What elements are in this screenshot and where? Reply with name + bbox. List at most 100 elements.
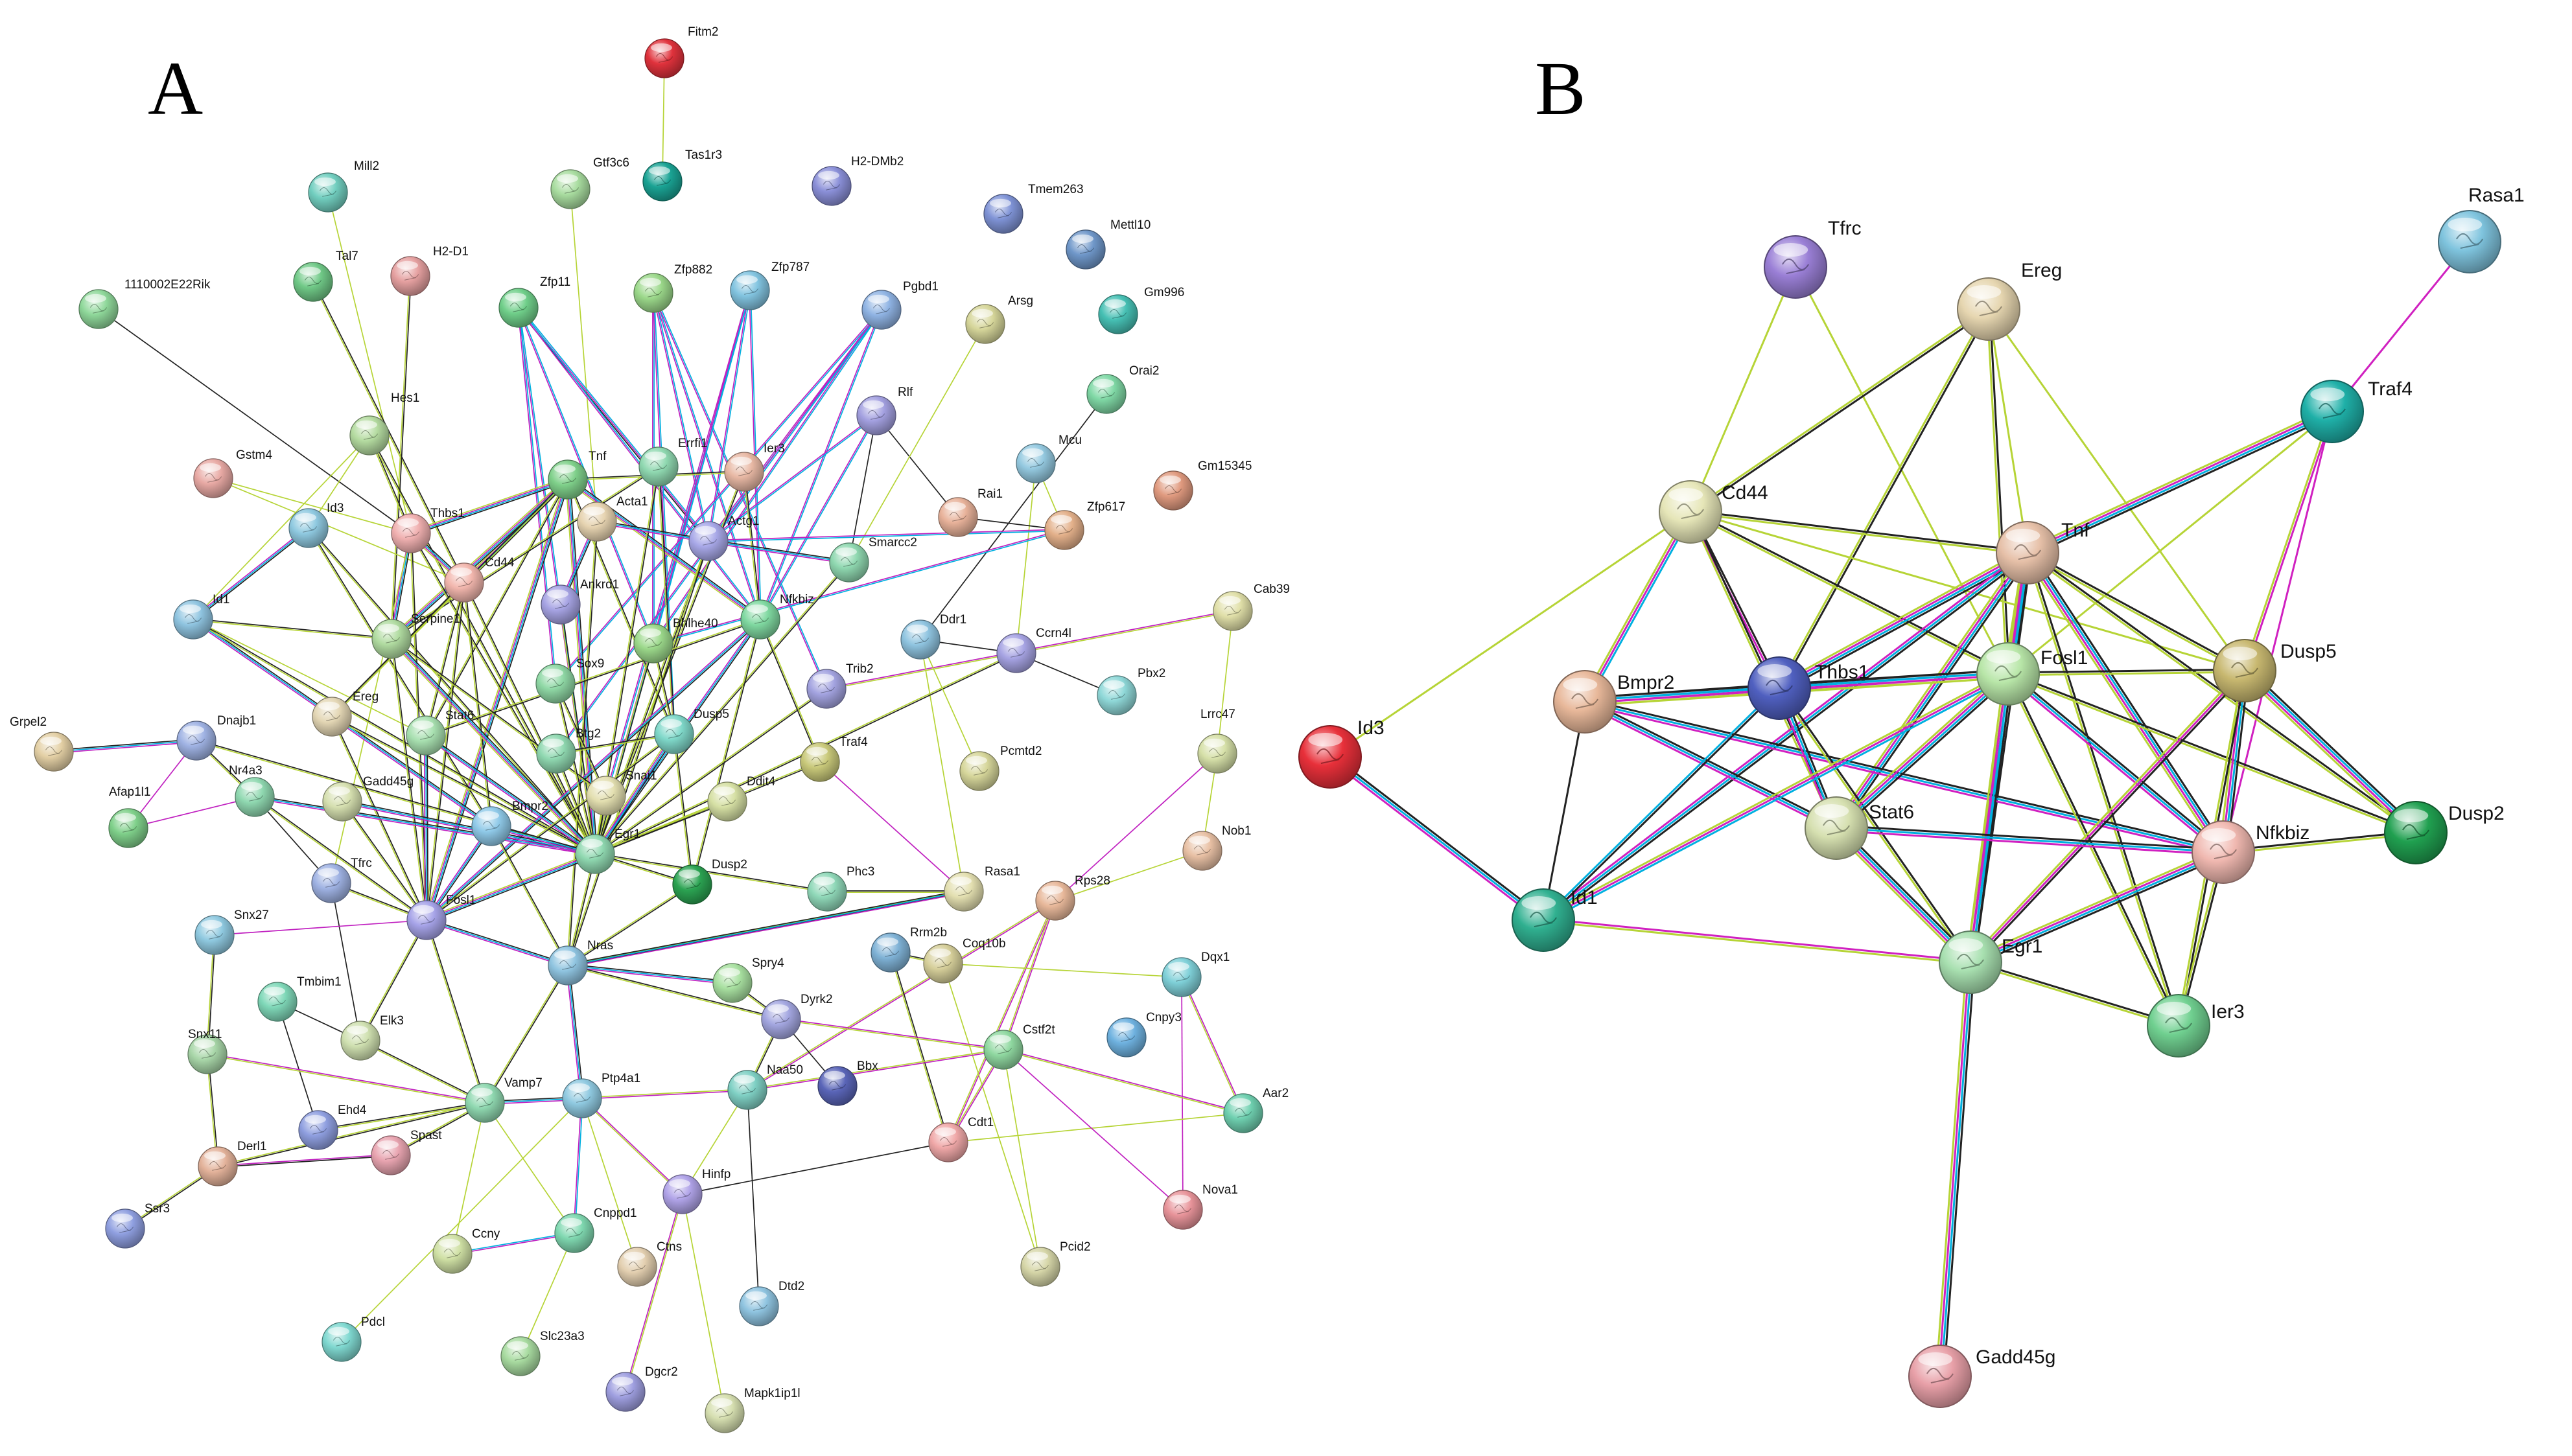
a-node-nova1[interactable]: Nova1: [1163, 1183, 1238, 1230]
a-node-nr4a3[interactable]: Nr4a3: [229, 764, 275, 817]
a-node-ereg[interactable]: Ereg: [312, 690, 379, 737]
a-node-bmpr2[interactable]: Bmpr2: [471, 800, 548, 846]
b-node-bmpr2[interactable]: Bmpr2: [1553, 670, 1674, 734]
a-node-rai1[interactable]: Rai1: [938, 487, 1003, 537]
a-node-pcid2[interactable]: Pcid2: [1020, 1240, 1091, 1287]
a-node-afap1l1[interactable]: Afap1l1: [108, 785, 150, 848]
a-node-ehd4[interactable]: Ehd4: [298, 1104, 367, 1150]
b-node-egr1[interactable]: Egr1: [1939, 930, 2042, 994]
a-node-tal7[interactable]: Tal7: [293, 249, 358, 302]
a-node-dtd2[interactable]: Dtd2: [739, 1280, 804, 1326]
b-node-thbs1[interactable]: Thbs1: [1748, 656, 1869, 720]
a-node-fitm2[interactable]: Fitm2: [644, 25, 719, 78]
b-node-id1[interactable]: Id1: [1512, 887, 1598, 952]
a-node-errfi1[interactable]: Errfi1: [638, 437, 707, 487]
a-node-bbx[interactable]: Bbx: [817, 1059, 878, 1106]
a-node-smarcc2[interactable]: Smarcc2: [829, 536, 917, 583]
a-node-hinfp[interactable]: Hinfp: [662, 1168, 731, 1214]
a-node-hes1[interactable]: Hes1: [349, 391, 419, 456]
a-node-h2-dmb2[interactable]: H2-DMb2: [812, 155, 904, 206]
a-node-lrrc47[interactable]: Lrrc47: [1197, 708, 1237, 774]
a-node-thbs1[interactable]: Thbs1: [391, 507, 465, 553]
b-node-dusp5[interactable]: Dusp5: [2213, 639, 2337, 702]
a-node-btg2[interactable]: Btg2: [536, 727, 601, 774]
a-node-tas1r3[interactable]: Tas1r3: [642, 148, 722, 202]
b-node-cd44[interactable]: Cd44: [1659, 480, 1768, 544]
a-node-nras[interactable]: Nras: [548, 939, 613, 986]
a-node-cdt1[interactable]: Cdt1: [928, 1116, 994, 1162]
a-node-mapk1ip1l[interactable]: Mapk1ip1l: [705, 1387, 801, 1433]
a-node-gstm4[interactable]: Gstm4: [193, 448, 272, 498]
a-node-rasa1[interactable]: Rasa1: [944, 865, 1020, 912]
a-node-id3[interactable]: Id3: [288, 502, 344, 548]
b-node-gadd45g[interactable]: Gadd45g: [1908, 1345, 2055, 1408]
b-node-tnf[interactable]: Tnf: [1996, 520, 2090, 584]
a-node-pcmtd2[interactable]: Pcmtd2: [959, 745, 1042, 791]
a-node-mcu[interactable]: Mcu: [1016, 433, 1082, 483]
b-node-tfrc[interactable]: Tfrc: [1764, 218, 1862, 299]
a-node-ddr1[interactable]: Ddr1: [900, 613, 966, 660]
a-node-snx27[interactable]: Snx27: [194, 908, 269, 955]
a-node-dnajb1[interactable]: Dnajb1: [176, 714, 256, 761]
b-node-dusp2[interactable]: Dusp2: [2384, 801, 2505, 864]
a-node-ier3[interactable]: Ier3: [724, 442, 785, 492]
a-node-tfrc[interactable]: Tfrc: [311, 857, 372, 903]
a-node-id1[interactable]: Id1: [173, 593, 229, 640]
a-node-ssr3[interactable]: Ssr3: [105, 1202, 170, 1249]
a-node-cab39[interactable]: Cab39: [1213, 583, 1290, 631]
a-node-slc23a3[interactable]: Slc23a3: [500, 1330, 585, 1376]
a-node-ccny[interactable]: Ccny: [432, 1227, 500, 1274]
a-node-trib2[interactable]: Trib2: [806, 662, 874, 709]
a-node-ankrd1[interactable]: Ankrd1: [541, 578, 619, 625]
a-node-gtf3c6[interactable]: Gtf3c6: [550, 156, 629, 209]
a-node-nob1[interactable]: Nob1: [1182, 824, 1251, 871]
a-node-dyrk2[interactable]: Dyrk2: [761, 993, 833, 1039]
a-node-1110002e22rik[interactable]: 1110002E22Rik: [78, 278, 211, 329]
a-node-traf4[interactable]: Traf4: [800, 735, 868, 782]
a-node-vamp7[interactable]: Vamp7: [465, 1076, 543, 1123]
b-node-rasa1[interactable]: Rasa1: [2438, 185, 2525, 273]
a-node-rlf[interactable]: Rlf: [856, 386, 913, 435]
a-node-dusp5[interactable]: Dusp5: [654, 708, 729, 754]
a-node-orai2[interactable]: Orai2: [1086, 364, 1159, 414]
a-node-bhlhe40[interactable]: Bhlhe40: [633, 617, 718, 664]
a-node-pbx2[interactable]: Pbx2: [1097, 667, 1165, 715]
a-node-arsg[interactable]: Arsg: [965, 294, 1033, 344]
a-node-phc3[interactable]: Phc3: [807, 865, 874, 912]
a-node-coq10b[interactable]: Coq10b: [923, 937, 1006, 984]
a-node-dusp2[interactable]: Dusp2: [672, 858, 747, 905]
a-node-pgbd1[interactable]: Pgbd1: [861, 280, 939, 330]
a-node-actg1[interactable]: Actg1: [688, 514, 760, 561]
a-node-tmem263[interactable]: Tmem263: [983, 183, 1084, 234]
a-node-cnpy3[interactable]: Cnpy3: [1106, 1011, 1182, 1057]
a-node-fosl1[interactable]: Fosl1: [406, 894, 476, 940]
b-node-fosl1[interactable]: Fosl1: [1976, 642, 2088, 706]
a-node-aar2[interactable]: Aar2: [1223, 1087, 1289, 1133]
a-node-ctns[interactable]: Ctns: [617, 1240, 682, 1287]
a-node-ddit4[interactable]: Ddit4: [707, 775, 776, 822]
a-node-h2-d1[interactable]: H2-D1: [390, 245, 469, 296]
a-node-dgcr2[interactable]: Dgcr2: [605, 1365, 678, 1412]
a-node-gadd45g[interactable]: Gadd45g: [322, 775, 414, 822]
a-node-spry4[interactable]: Spry4: [712, 956, 784, 1003]
a-node-ptp4a1[interactable]: Ptp4a1: [562, 1072, 640, 1118]
a-node-zfp617[interactable]: Zfp617: [1044, 500, 1125, 550]
a-node-pdcl[interactable]: Pdcl: [322, 1315, 385, 1362]
a-node-zfp882[interactable]: Zfp882: [633, 263, 712, 313]
a-node-cd44[interactable]: Cd44: [444, 556, 515, 603]
b-node-stat6[interactable]: Stat6: [1805, 796, 1914, 860]
a-node-cnppd1[interactable]: Cnppd1: [554, 1207, 637, 1253]
b-node-id3[interactable]: Id3: [1298, 717, 1385, 789]
a-node-gm996[interactable]: Gm996: [1098, 286, 1184, 334]
a-node-tmbim1[interactable]: Tmbim1: [257, 975, 342, 1022]
a-node-snai1[interactable]: Snai1: [586, 769, 657, 816]
a-node-stat6[interactable]: Stat6: [406, 709, 474, 756]
a-node-rps28[interactable]: Rps28: [1035, 874, 1110, 921]
a-node-mettl10[interactable]: Mettl10: [1066, 218, 1151, 270]
a-node-rrm2b[interactable]: Rrm2b: [871, 926, 947, 973]
a-node-grpel2[interactable]: Grpel2: [10, 715, 74, 772]
a-node-acta1[interactable]: Acta1: [577, 495, 648, 542]
a-node-ccrn4l[interactable]: Ccrn4l: [996, 627, 1071, 673]
a-node-egr1[interactable]: Egr1: [575, 827, 640, 874]
a-node-serpine1[interactable]: Serpine1: [371, 612, 460, 659]
